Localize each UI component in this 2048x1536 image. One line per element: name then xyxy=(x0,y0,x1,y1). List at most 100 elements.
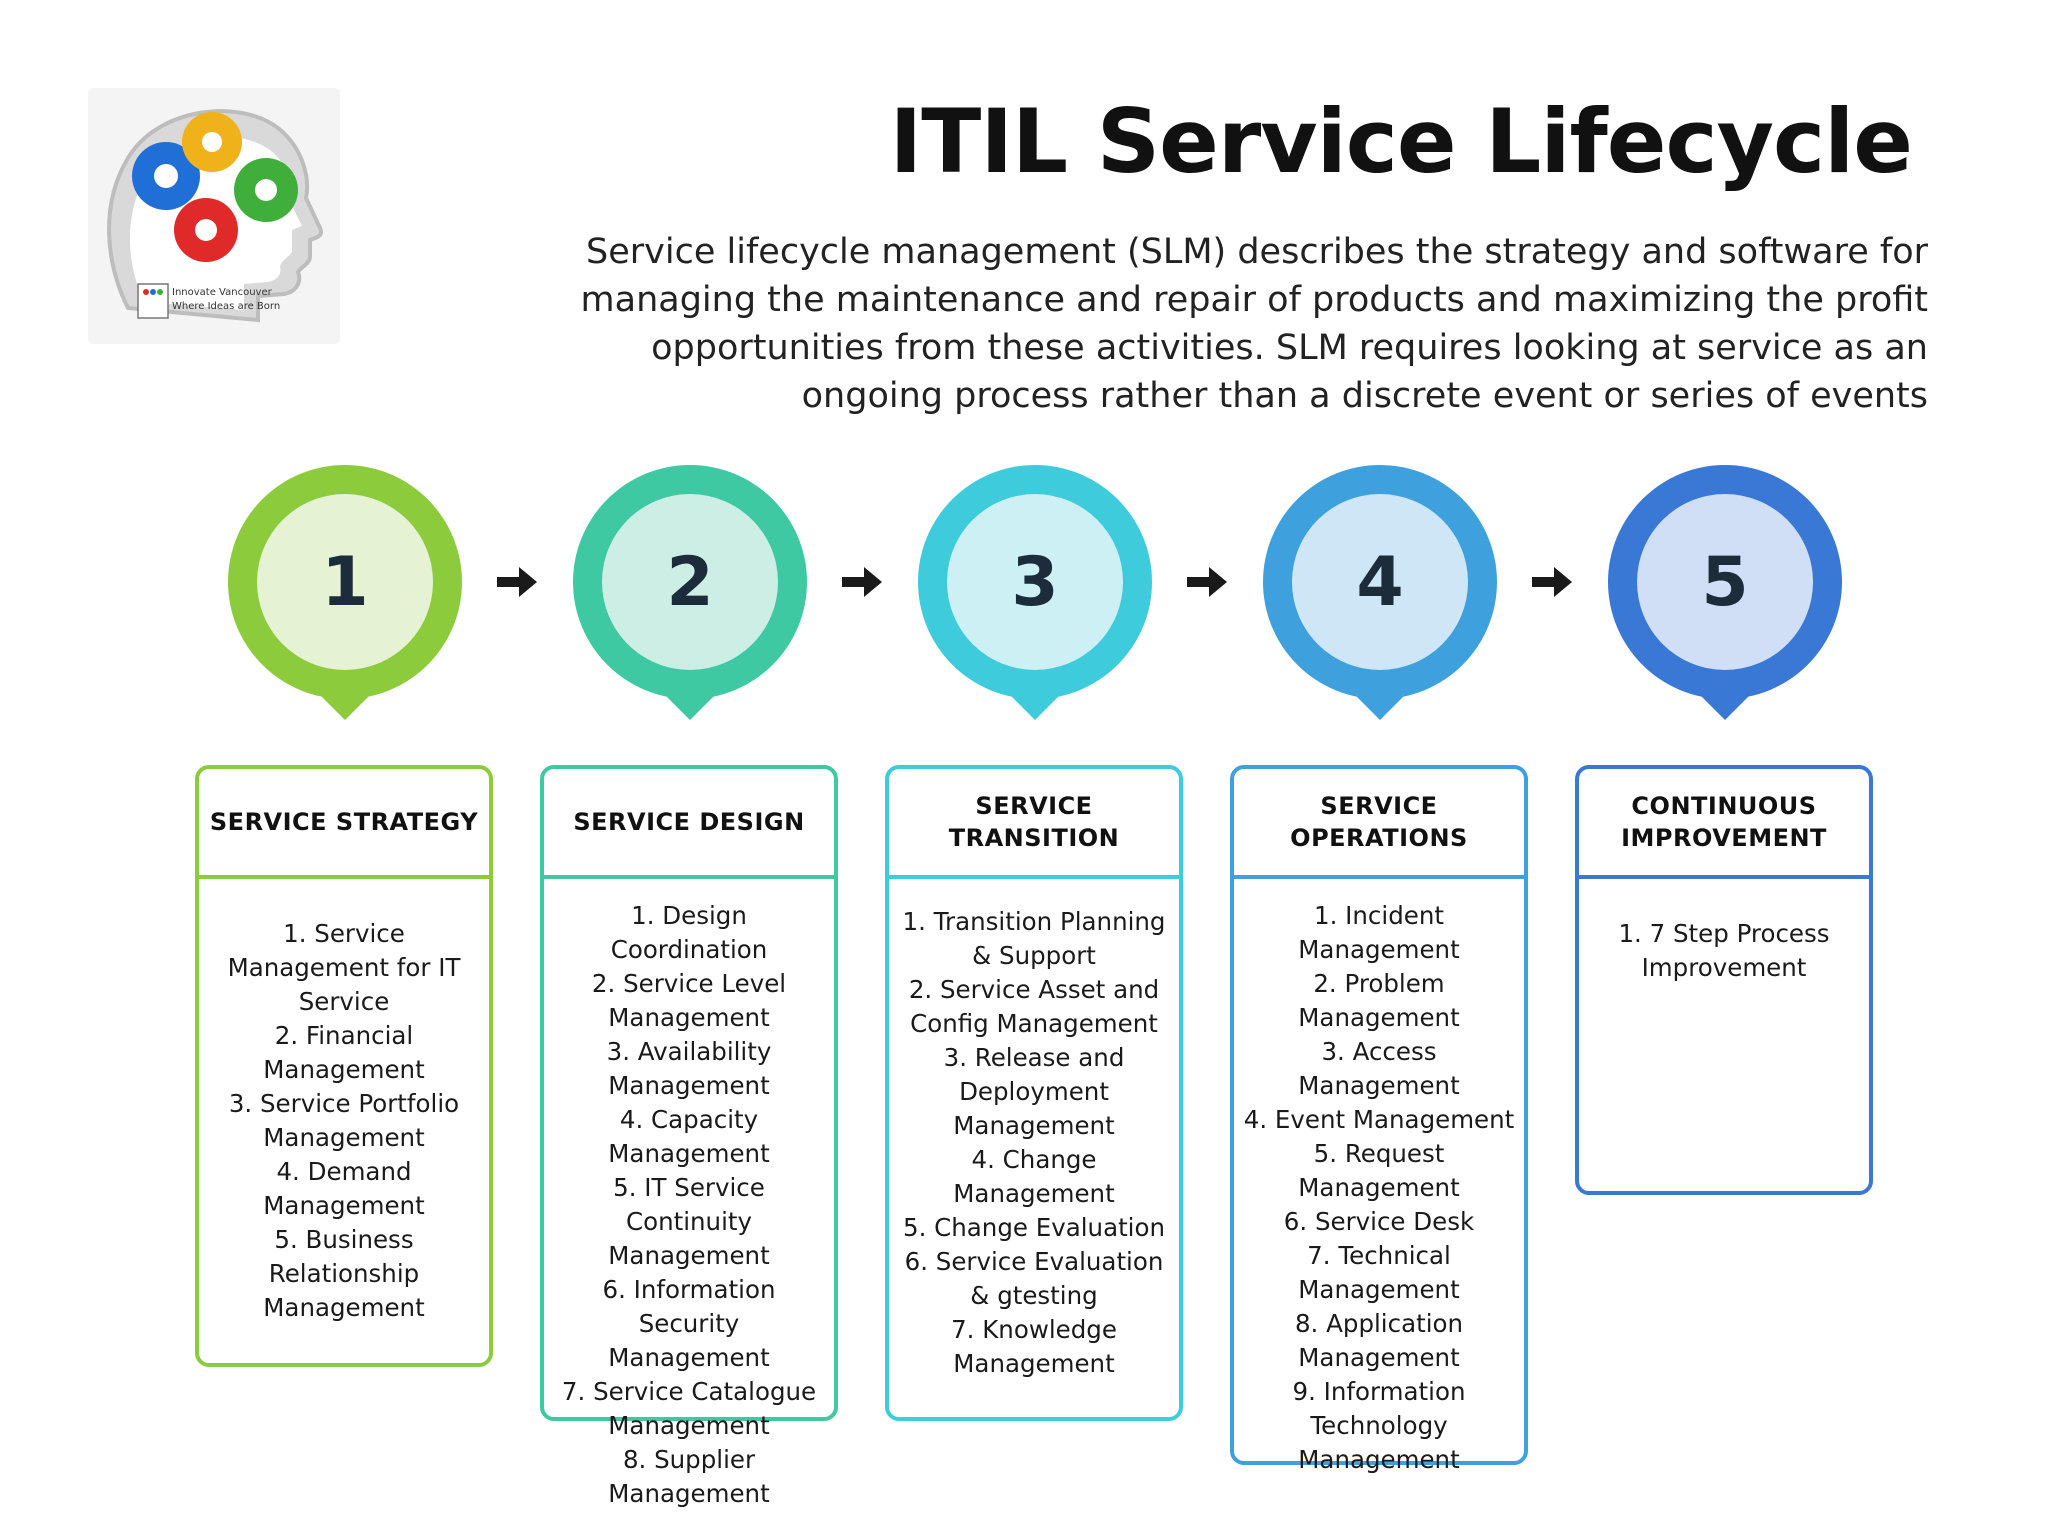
card-service-operations: SERVICE OPERATIONS 1. Incident Managemen… xyxy=(1230,765,1528,1474)
list-item: Management xyxy=(1298,1275,1460,1304)
list-item: 9. Information xyxy=(1292,1377,1466,1406)
list-item: 6. Service Desk xyxy=(1283,1207,1475,1236)
step-pin-2: 2 xyxy=(572,464,808,724)
card-service-design: SERVICE DESIGN 1. Design Coordination 2.… xyxy=(540,765,838,1508)
list-item: Deployment xyxy=(959,1077,1109,1106)
card-header: SERVICE TRANSITION xyxy=(889,769,1179,879)
list-item: 8. Application xyxy=(1294,1309,1464,1338)
list-item: 2. Financial xyxy=(274,1021,414,1050)
list-item: 3. Release and xyxy=(943,1043,1125,1072)
list-item: 7. Service Catalogue xyxy=(561,1377,817,1406)
list-item: 8. Supplier Management xyxy=(608,1445,770,1508)
list-item: 2. Service Level xyxy=(591,969,787,998)
step-pin-4: 4 xyxy=(1262,464,1498,724)
logo-line1: Innovate Vancouver xyxy=(172,287,273,298)
list-item: Management xyxy=(608,1139,770,1168)
card-body: 1. Transition Planning & Support 2. Serv… xyxy=(889,879,1179,1401)
page-title: ITIL Service Lifecycle xyxy=(889,90,1913,193)
list-item: & Support xyxy=(972,941,1096,970)
list-item: Management xyxy=(1298,935,1460,964)
arrow-right-icon xyxy=(1532,567,1572,597)
list-item: Management xyxy=(953,1179,1115,1208)
list-item: 1. Incident xyxy=(1314,901,1444,930)
list-item: Management xyxy=(608,1241,770,1270)
list-item: Management xyxy=(1298,1445,1460,1474)
step-pin-3: 3 xyxy=(917,464,1153,724)
list-item: Management xyxy=(953,1349,1115,1378)
location-pin-icon xyxy=(1608,465,1842,720)
list-item: Technology xyxy=(1310,1411,1448,1440)
location-pin-icon xyxy=(1263,465,1497,720)
step-pin-1: 1 xyxy=(227,464,463,724)
step-number: 3 xyxy=(1011,542,1059,622)
list-item: 1. Service xyxy=(283,919,405,948)
list-item: 5. IT Service Continuity xyxy=(613,1173,765,1236)
list-item: 6. Information Security xyxy=(602,1275,776,1338)
logo-line2: Where Ideas are Born xyxy=(172,301,280,312)
step-number: 5 xyxy=(1701,542,1749,622)
card-header-line: OPERATIONS xyxy=(1290,824,1468,852)
list-item: Management xyxy=(1298,1173,1460,1202)
arrow-right-icon xyxy=(497,567,537,597)
list-item: 4. Change xyxy=(971,1145,1097,1174)
list-item: Improvement xyxy=(1641,953,1807,982)
list-item: & gtesting xyxy=(970,1281,1098,1310)
list-item: 1. Design Coordination xyxy=(610,901,768,964)
list-item: Service xyxy=(298,987,390,1016)
step-number: 2 xyxy=(666,542,714,622)
card-continuous-improvement: CONTINUOUS IMPROVEMENT 1. 7 Step Process… xyxy=(1575,765,1873,1195)
list-item: 7. Technical xyxy=(1307,1241,1451,1270)
card-header: SERVICE OPERATIONS xyxy=(1234,769,1524,879)
list-item: 4. Event Management xyxy=(1243,1105,1515,1134)
card-header-line: IMPROVEMENT xyxy=(1621,824,1827,852)
card-header: SERVICE STRATEGY xyxy=(199,769,489,879)
logo: Innovate Vancouver Where Ideas are Born xyxy=(88,88,340,344)
card-service-transition: SERVICE TRANSITION 1. Transition Plannin… xyxy=(885,765,1183,1421)
list-item: Management xyxy=(263,1293,425,1322)
brain-gears-icon: Innovate Vancouver Where Ideas are Born xyxy=(107,109,323,323)
list-item: 1. Transition Planning xyxy=(902,907,1166,936)
list-item: 5. Change Evaluation xyxy=(902,1213,1166,1242)
arrow-right-icon xyxy=(1187,567,1227,597)
list-item: Config Management xyxy=(910,1009,1158,1038)
list-item: 3. Availability xyxy=(606,1037,772,1066)
list-item: Management xyxy=(263,1123,425,1152)
arrow-right-icon xyxy=(842,567,882,597)
card-body: 1. Design Coordination 2. Service Level … xyxy=(544,879,834,1531)
list-item: 6. Service Evaluation xyxy=(904,1247,1164,1276)
card-header-line: CONTINUOUS xyxy=(1631,792,1817,820)
list-item: Management xyxy=(953,1111,1115,1140)
location-pin-icon xyxy=(228,465,462,720)
list-item: Management for IT xyxy=(227,953,461,982)
list-item: 3. Service Portfolio xyxy=(228,1089,460,1118)
description: Service lifecycle management (SLM) descr… xyxy=(580,232,1928,416)
card-service-strategy: SERVICE STRATEGY 1. Service Management f… xyxy=(195,765,493,1367)
list-item: 2. Problem xyxy=(1313,969,1445,998)
list-item: 1. 7 Step Process xyxy=(1618,919,1830,948)
card-header-line: SERVICE xyxy=(1320,792,1438,820)
list-item: Management xyxy=(1298,1003,1460,1032)
list-item: 5. Business xyxy=(274,1225,414,1254)
card-header: SERVICE DESIGN xyxy=(544,769,834,879)
step-pin-5: 5 xyxy=(1607,464,1843,724)
list-item: Management xyxy=(608,1003,770,1032)
card-body: 1. 7 Step Process Improvement xyxy=(1579,879,1869,1005)
list-item: 4. Demand xyxy=(276,1157,412,1186)
card-header: CONTINUOUS IMPROVEMENT xyxy=(1579,769,1869,879)
list-item: 5. Request xyxy=(1313,1139,1445,1168)
card-body: 1. Incident Management 2. Problem Manage… xyxy=(1234,879,1524,1497)
location-pin-icon xyxy=(573,465,807,720)
step-number: 4 xyxy=(1356,542,1404,622)
step-number: 1 xyxy=(321,542,369,622)
list-item: Relationship xyxy=(268,1259,420,1288)
list-item: Management xyxy=(608,1071,770,1100)
list-item: Management xyxy=(608,1411,770,1440)
list-item: 4. Capacity xyxy=(619,1105,759,1134)
list-item: 3. Access Management xyxy=(1298,1037,1460,1100)
list-item: 2. Service Asset and xyxy=(908,975,1160,1004)
list-item: Management xyxy=(1298,1343,1460,1372)
list-item: Management xyxy=(263,1055,425,1084)
card-body: 1. Service Management for IT Service 2. … xyxy=(199,879,489,1345)
list-item: Management xyxy=(263,1191,425,1220)
